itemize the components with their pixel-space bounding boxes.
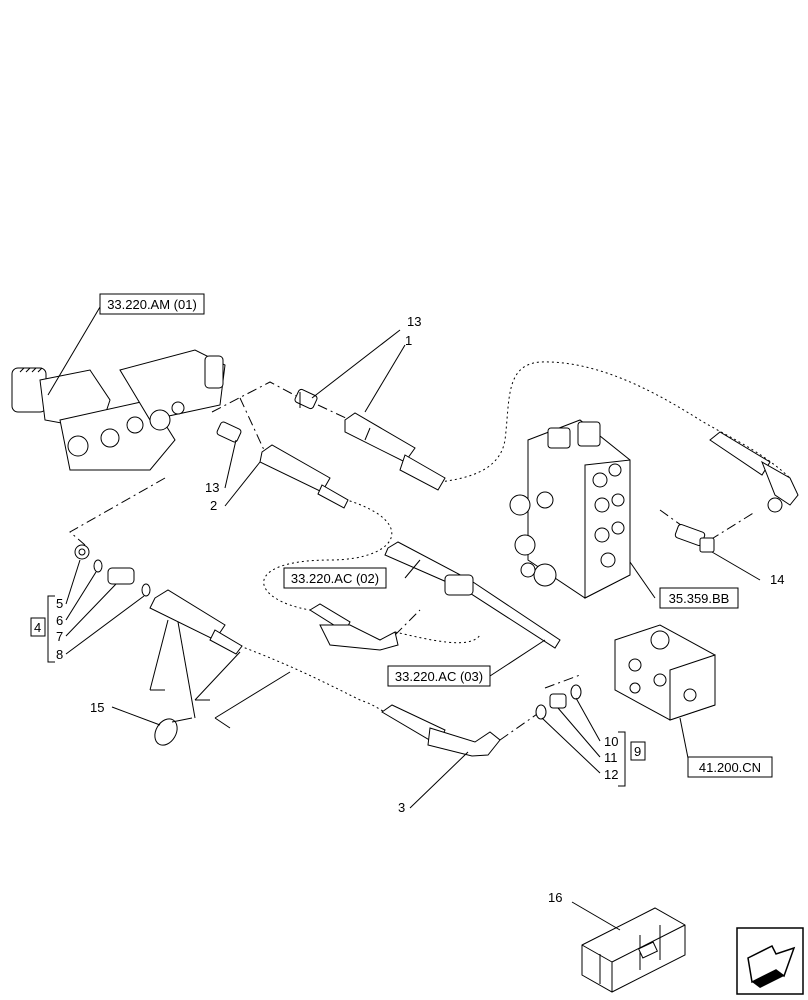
fittings-5-6-7-8 [74,544,151,597]
ref-33-220-am-01[interactable]: 33.220.AM (01) [99,293,205,315]
hose-3 [381,704,501,757]
ref-33-220-ac-02[interactable]: 33.220.AC (02) [283,567,387,589]
ref-35-359-bb[interactable]: 35.359.BB [659,587,739,609]
callout-13-lower: 13 [205,480,219,495]
hose-2 [259,444,349,509]
hose-left [149,589,291,729]
svg-text:9: 9 [634,744,641,759]
control-valve-assembly [11,349,226,471]
ref-33-220-ac-03[interactable]: 33.220.AC (03) [387,665,491,687]
block-41-200-cn [614,624,716,721]
callout-9-box: 9 [630,741,646,761]
svg-text:41.200.CN: 41.200.CN [699,760,761,775]
callout-6: 6 [56,613,63,628]
svg-text:33.220.AC (03): 33.220.AC (03) [395,669,483,684]
svg-text:33.220.AC (02): 33.220.AC (02) [291,571,379,586]
svg-text:35.359.BB: 35.359.BB [669,591,730,606]
main-valve-block [509,419,631,599]
svg-text:4: 4 [34,620,41,635]
callout-numbers: 13 1 13 2 14 5 6 7 8 4 15 10 11 12 9 3 1… [30,314,784,905]
cable-tie-15 [154,717,193,746]
callout-4-box: 4 [30,617,46,637]
connection-lines [69,361,791,741]
callout-11: 11 [604,750,618,765]
callout-10: 10 [604,734,618,749]
arrow-next-icon[interactable] [736,927,804,995]
callout-13-upper: 13 [407,314,421,329]
fittings-10-11-12 [535,684,582,720]
callout-12: 12 [604,767,618,782]
callout-14: 14 [770,572,784,587]
crate-16 [581,907,686,993]
callout-8: 8 [56,647,63,662]
tee-fitting-14 [674,523,715,553]
callout-2: 2 [210,498,217,513]
fitting-13-upper [294,388,318,410]
leader-lines [47,306,761,931]
hose-assembly-ac02 [309,541,561,651]
callout-5: 5 [56,596,63,611]
callout-3: 3 [398,800,405,815]
callout-15: 15 [90,700,104,715]
fitting-13-lower [216,421,242,443]
ref-41-200-cn[interactable]: 41.200.CN [687,756,773,778]
callout-16: 16 [548,890,562,905]
callout-7: 7 [56,629,63,644]
hose-upper-right [709,431,799,513]
svg-text:33.220.AM (01): 33.220.AM (01) [107,297,197,312]
hose-1 [344,412,446,491]
callout-1: 1 [405,333,412,348]
